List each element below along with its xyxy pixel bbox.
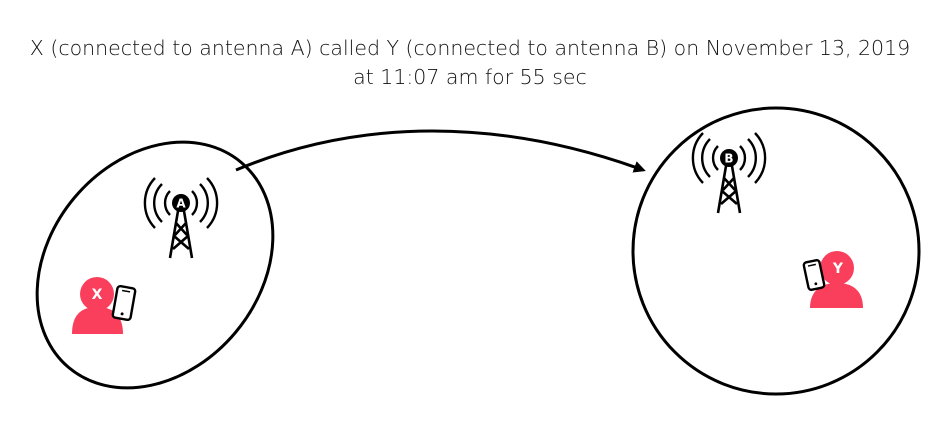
caption-line-1: X (connected to antenna A) called Y (con…: [29, 36, 911, 60]
callee-y-label: Y: [832, 261, 844, 277]
caller-x-label: X: [92, 287, 103, 303]
cell-b-boundary: [631, 106, 921, 396]
cell-a-boundary: [35, 140, 275, 390]
callee-y-person-icon: [810, 283, 863, 308]
call-arrow: [235, 129, 646, 173]
callee-y: Y: [802, 251, 863, 308]
diagram-caption: X (connected to antenna A) called Y (con…: [0, 34, 940, 92]
antenna-b-label: B: [724, 152, 733, 166]
caption-line-2: at 11:07 am for 55 sec: [353, 65, 587, 89]
caller-x-phone-icon: [111, 284, 137, 322]
antenna-a-label: A: [176, 197, 186, 211]
caller-x-head: [80, 277, 114, 311]
callee-y-phone-icon: [802, 259, 826, 291]
caller-x-person-icon: [72, 307, 123, 334]
antenna-a-icon: A: [143, 177, 219, 259]
antenna-b-icon: B: [691, 132, 767, 214]
callee-y-head: [820, 251, 854, 285]
caller-x: X: [72, 277, 137, 334]
